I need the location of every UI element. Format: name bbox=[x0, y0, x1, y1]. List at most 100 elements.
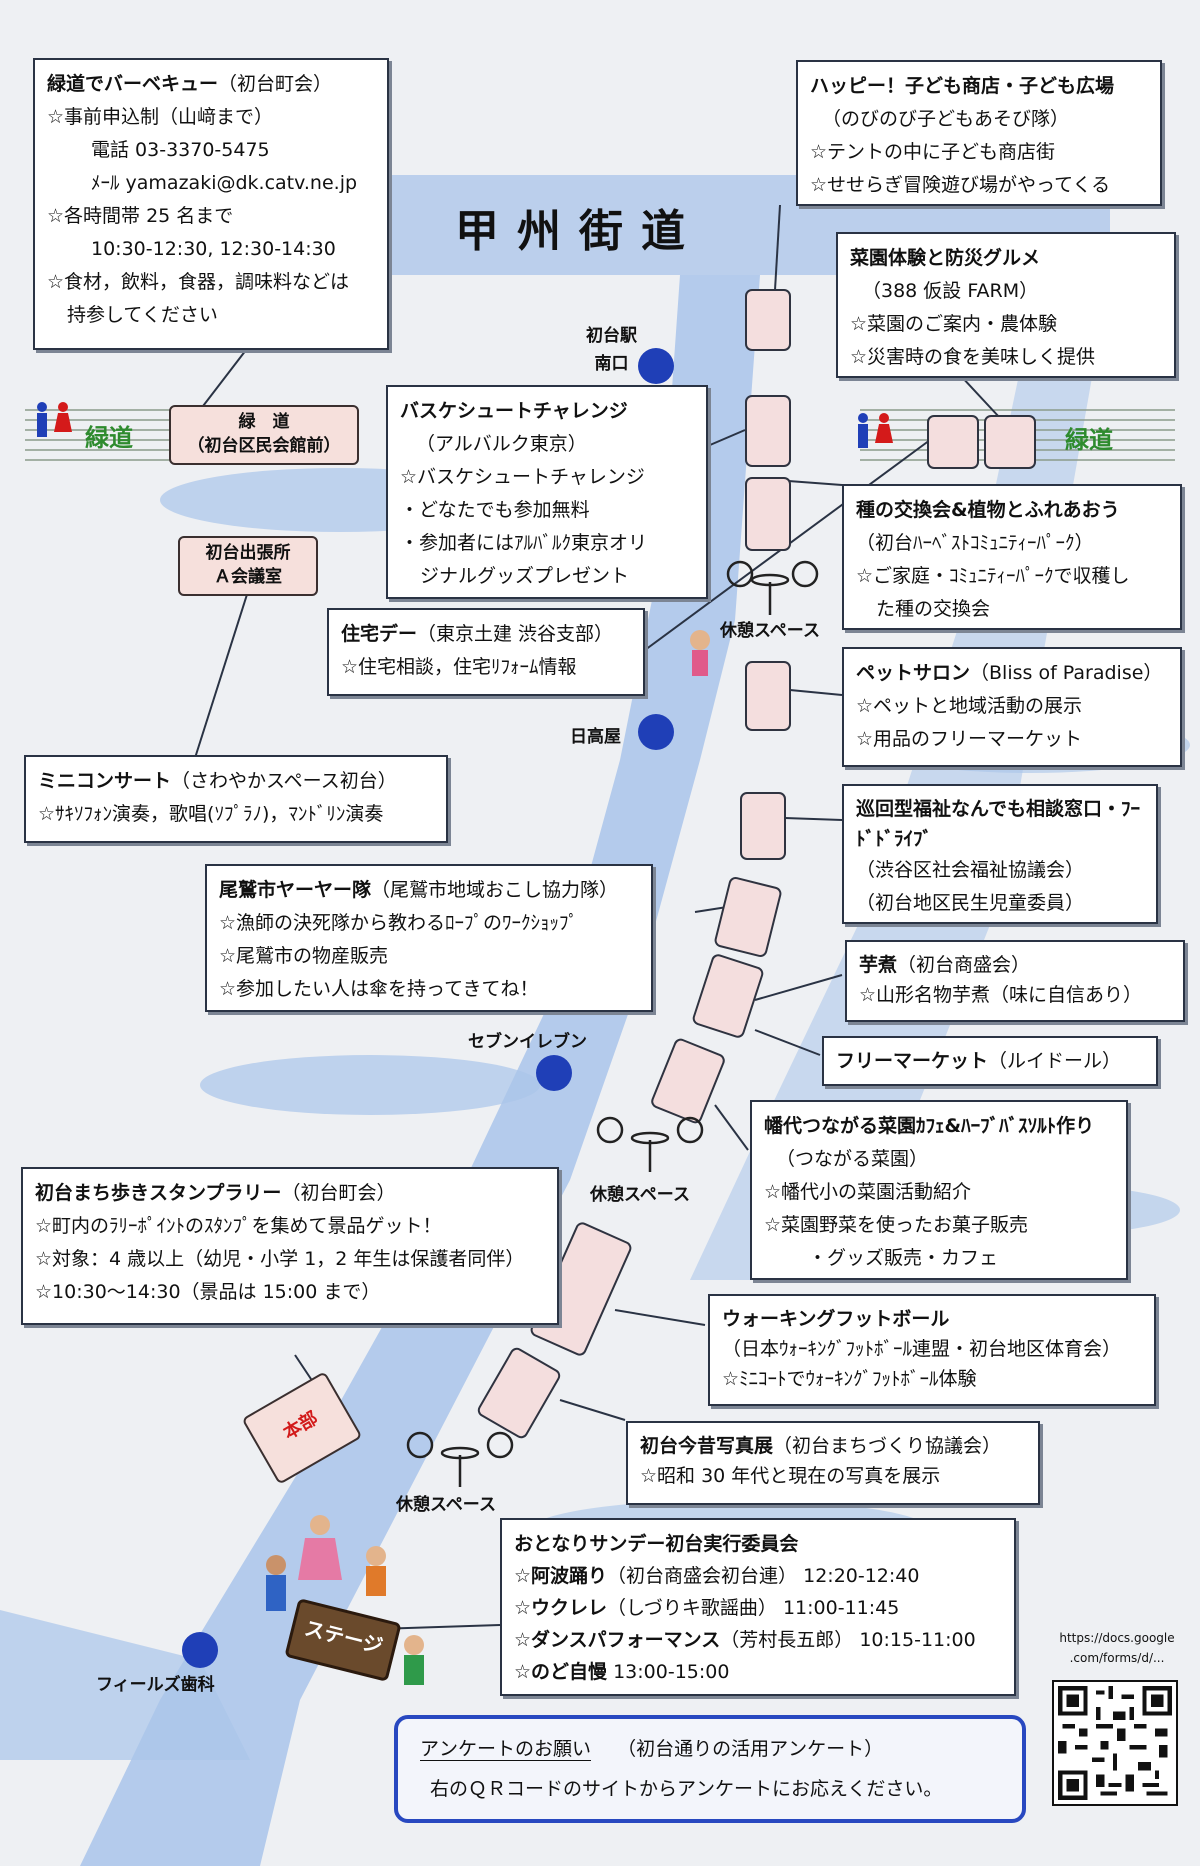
walking-box: ウォーキングフットボール （日本ｳｫｰｷﾝｸﾞﾌｯﾄﾎﾞｰﾙ連盟・初台地区体育会… bbox=[708, 1294, 1156, 1406]
flea-title: フリーマーケット bbox=[836, 1050, 989, 1072]
otonari-box: おとなりサンデー初台実行委員会 ☆阿波踊り（初台商盛会初台連） 12:20-12… bbox=[500, 1518, 1016, 1696]
seeds-title: 種の交換会&植物とふれあおう bbox=[856, 499, 1120, 521]
schedule-row-2: ☆ウクレレ（しづりキ歌謡曲） 11:00-11:45 bbox=[514, 1592, 1002, 1624]
garden-title: 菜園体験と防災グルメ bbox=[850, 247, 1041, 269]
fields-dental-dot bbox=[182, 1632, 218, 1668]
lower-left-road bbox=[0, 1610, 250, 1760]
hatagaya-title: 幡代つながる菜園ｶﾌｪ&ﾊｰﾌﾞﾊﾞｽｿﾙﾄ作り bbox=[764, 1115, 1095, 1137]
stamp-title: 初台まち歩きスタンプラリー bbox=[35, 1182, 282, 1204]
pet-title: ペットサロン bbox=[856, 662, 971, 684]
schedule-time-2: 11:00-11:45 bbox=[782, 1597, 900, 1619]
stamp-box: 初台まち歩きスタンプラリー（初台町会） ☆町内のﾗﾘｰﾎﾟｲﾝﾄのｽﾀﾝﾌﾟを集… bbox=[21, 1167, 559, 1325]
hatagaya-line-4: ・グッズ販売・カフェ bbox=[808, 1247, 999, 1269]
greenway-left-label: 緑道 bbox=[85, 424, 133, 452]
branch-office-tag-line2: Ａ会議室 bbox=[214, 567, 282, 587]
basket-title: バスケシュートチャレンジ bbox=[400, 400, 628, 422]
housing-line-1: ☆住宅相談，住宅ﾘﾌｫｰﾑ情報 bbox=[341, 656, 577, 678]
ryokudo-hall-tag: 緑 道 （初台区民会館前） bbox=[169, 405, 359, 465]
flea-box: フリーマーケット（ルイドール） bbox=[822, 1036, 1158, 1086]
seeds-line-2: た種の交換会 bbox=[876, 598, 991, 620]
happy-org: （のびのび子どもあそび隊） bbox=[822, 108, 1070, 130]
miniconcert-org: （さわやかスペース初台） bbox=[171, 770, 397, 792]
rest-space-label-2: 休憩スペース bbox=[590, 1185, 690, 1205]
garden-org: （388 仮設 FARM） bbox=[862, 280, 1039, 302]
ryokudo-hall-tag-line1: 緑 道 bbox=[238, 412, 290, 432]
hatagaya-line-2: ☆幡代小の菜園活動紹介 bbox=[764, 1181, 972, 1203]
schedule-row-3: ☆ダンスパフォーマンス（芳村長五郎） 10:15-11:00 bbox=[514, 1624, 1002, 1656]
pet-line-2: ☆用品のフリーマーケット bbox=[856, 728, 1083, 750]
hatagaya-box: 幡代つながる菜園ｶﾌｪ&ﾊｰﾌﾞﾊﾞｽｿﾙﾄ作り （つながる菜園） ☆幡代小の菜… bbox=[750, 1100, 1128, 1280]
owase-line-3: ☆参加したい人は傘を持ってきてね！ bbox=[219, 978, 539, 1000]
basket-line-4: ジナルグッズプレゼント bbox=[420, 565, 630, 587]
basket-line-3: ・参加者にはｱﾙﾊﾞﾙｸ東京オリ bbox=[400, 532, 648, 554]
happy-line-1: ☆テントの中に子ども商店街 bbox=[810, 141, 1056, 163]
seven-eleven-dot bbox=[536, 1055, 572, 1091]
happy-title: ハッピー！子ども商店・子ども広場 bbox=[810, 75, 1115, 97]
welfare-line-2: （初台地区民生児童委員） bbox=[856, 892, 1085, 914]
basket-org: （アルバルク東京） bbox=[416, 433, 587, 455]
housing-title: 住宅デー bbox=[341, 623, 418, 645]
imoni-box: 芋煮（初台商盛会） ☆山形名物芋煮（味に自信あり） bbox=[845, 940, 1185, 1022]
schedule-name-1: ☆阿波踊り bbox=[514, 1565, 608, 1587]
qr-url[interactable]: https://docs.google .com/forms/d/... bbox=[1059, 1631, 1175, 1665]
pet-org: （Bliss of Paradise） bbox=[970, 662, 1163, 684]
rest-space-label-3: 休憩スペース bbox=[396, 1495, 496, 1515]
branch-office-tag: 初台出張所 Ａ会議室 bbox=[178, 536, 318, 596]
schedule-row-4: ☆のど自慢 13:00-15:00 bbox=[514, 1656, 1002, 1688]
hidakaya-label: 日高屋 bbox=[570, 727, 621, 747]
garden-line-1: ☆菜園のご案内・農体験 bbox=[850, 313, 1058, 335]
schedule-row-1: ☆阿波踊り（初台商盛会初台連） 12:20-12:40 bbox=[514, 1560, 1002, 1592]
schedule-time-4: 13:00-15:00 bbox=[613, 1661, 730, 1683]
owase-box: 尾鷲市ヤーヤー隊（尾鷲市地域おこし協力隊） ☆漁師の決死隊から教わるﾛｰﾌﾟのﾜ… bbox=[205, 864, 653, 1012]
ryokudo-hall-tag-line2: （初台区民会館前） bbox=[187, 436, 341, 456]
schedule-name-3: ☆ダンスパフォーマンス bbox=[514, 1629, 721, 1651]
bbq-email[interactable]: ﾒｰﾙ yamazaki@dk.catv.ne.jp bbox=[91, 172, 358, 194]
bbq-box: 緑道でバーベキュー（初台町会） ☆事前申込制（山﨑まで） 電話 03-3370-… bbox=[33, 58, 389, 350]
happy-line-2: ☆せせらぎ冒険遊び場がやってくる bbox=[810, 174, 1111, 196]
seeds-org: （初台ﾊｰﾍﾞｽﾄｺﾐｭﾆﾃｨｰﾊﾟｰｸ） bbox=[856, 532, 1094, 554]
housing-org: （東京土建 渋谷支部） bbox=[417, 623, 614, 645]
photo-box: 初台今昔写真展（初台まちづくり協議会） ☆昭和 30 年代と現在の写真を展示 bbox=[626, 1421, 1040, 1505]
welfare-line-1: （渋谷区社会福祉協議会） bbox=[856, 859, 1085, 881]
stamp-line-2: ☆対象：4 歳以上（幼児・小学 1，2 年生は保護者同伴） bbox=[35, 1248, 525, 1270]
stamp-line-3: ☆10:30～14:30（景品は 15:00 まで） bbox=[35, 1281, 381, 1303]
welfare-box: 巡回型福祉なんでも相談窓口・ﾌｰﾄﾞﾄﾞﾗｲﾌﾞ （渋谷区社会福祉協議会） （初… bbox=[842, 784, 1158, 924]
bbq-line-4: ☆各時間帯 25 名まで bbox=[47, 205, 234, 227]
hidakaya-dot bbox=[638, 714, 674, 750]
owase-title: 尾鷲市ヤーヤー隊 bbox=[219, 879, 372, 901]
fields-dental-label: フィールズ歯科 bbox=[96, 1675, 215, 1695]
photo-line-1: ☆昭和 30 年代と現在の写真を展示 bbox=[640, 1465, 941, 1487]
schedule-who-3: （芳村長五郎） bbox=[720, 1629, 854, 1651]
photo-title: 初台今昔写真展 bbox=[640, 1435, 774, 1457]
stamp-line-1: ☆町内のﾗﾘｰﾎﾟｲﾝﾄのｽﾀﾝﾌﾟを集めて景品ゲット！ bbox=[35, 1215, 442, 1237]
imoni-org: （初台商盛会） bbox=[897, 954, 1031, 976]
side-street-2 bbox=[200, 1055, 540, 1115]
owase-line-1: ☆漁師の決死隊から教わるﾛｰﾌﾟのﾜｰｸｼｮｯﾌﾟ bbox=[219, 912, 579, 934]
performer-figures bbox=[266, 630, 710, 1685]
hatagaya-line-3: ☆菜園野菜を使ったお菓子販売 bbox=[764, 1214, 1029, 1236]
pet-box: ペットサロン（Bliss of Paradise） ☆ペットと地域活動の展示 ☆… bbox=[842, 647, 1182, 767]
flea-org: （ルイドール） bbox=[988, 1050, 1122, 1072]
bbq-title: 緑道でバーベキュー bbox=[47, 73, 219, 95]
basket-line-2: ・どなたでも参加無料 bbox=[400, 499, 590, 521]
schedule-who-1: （初台商盛会初台連） bbox=[607, 1565, 798, 1587]
bbq-line-5: 10:30-12:30, 12:30-14:30 bbox=[91, 238, 336, 260]
hatsudai-station-dot bbox=[638, 348, 674, 384]
pet-line-1: ☆ペットと地域活動の展示 bbox=[856, 695, 1083, 717]
otonari-title: おとなりサンデー初台実行委員会 bbox=[514, 1533, 799, 1555]
rest-space-label-1: 休憩スペース bbox=[720, 621, 820, 641]
hatagaya-line-1: （つながる菜園） bbox=[776, 1148, 929, 1170]
survey-title: アンケートのお願い bbox=[420, 1738, 592, 1761]
survey-sub: （初台通りの活用アンケート） bbox=[617, 1738, 884, 1760]
walking-line-1: （日本ｳｫｰｷﾝｸﾞﾌｯﾄﾎﾞｰﾙ連盟・初台地区体育会） bbox=[722, 1338, 1122, 1360]
bbq-line-1: ☆事前申込制（山﨑まで） bbox=[47, 106, 274, 128]
qr-code[interactable] bbox=[1052, 1680, 1178, 1806]
owase-org: （尾鷲市地域おこし協力隊） bbox=[371, 879, 619, 901]
schedule-time-1: 12:20-12:40 bbox=[803, 1565, 920, 1587]
survey-text: 右のＱＲコードのサイトからアンケートにお応えください。 bbox=[430, 1778, 943, 1800]
seeds-box: 種の交換会&植物とふれあおう （初台ﾊｰﾍﾞｽﾄｺﾐｭﾆﾃｨｰﾊﾟｰｸ） ☆ご家… bbox=[842, 484, 1182, 630]
branch-office-tag-line1: 初台出張所 bbox=[205, 543, 291, 563]
miniconcert-line-1: ☆ｻｷｿﾌｫﾝ演奏，歌唱(ｿﾌﾟﾗﾉ)，ﾏﾝﾄﾞﾘﾝ演奏 bbox=[38, 803, 384, 825]
bbq-phone: 電話 03-3370-5475 bbox=[91, 139, 270, 161]
walking-title: ウォーキングフットボール bbox=[722, 1308, 950, 1330]
